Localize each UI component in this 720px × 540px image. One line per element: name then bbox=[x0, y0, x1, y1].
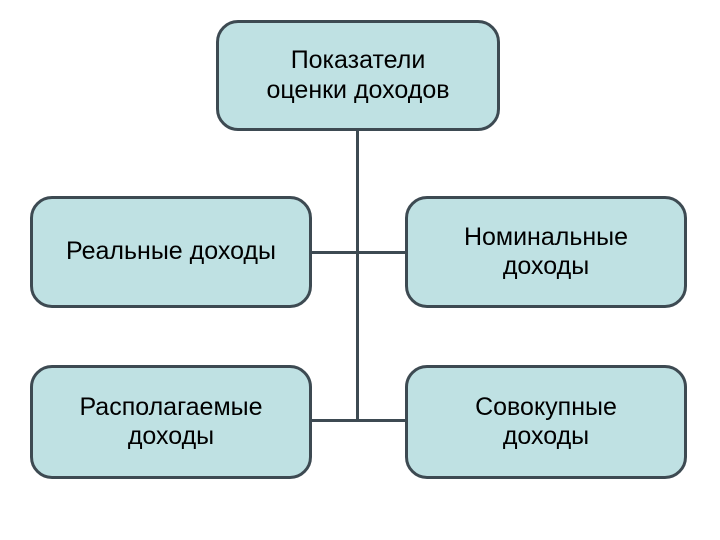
node-disposable-income: Располагаемые доходы bbox=[30, 365, 312, 479]
connector-horizontal-middle-row bbox=[309, 251, 407, 254]
node-nominal-income: Номинальные доходы bbox=[405, 196, 687, 308]
connector-vertical-spine bbox=[356, 128, 359, 422]
connector-horizontal-bottom-row bbox=[309, 419, 407, 422]
node-real-income: Реальные доходы bbox=[30, 196, 312, 308]
node-aggregate-income: Совокупные доходы bbox=[405, 365, 687, 479]
node-root-indicators: Показатели оценки доходов bbox=[216, 20, 500, 131]
